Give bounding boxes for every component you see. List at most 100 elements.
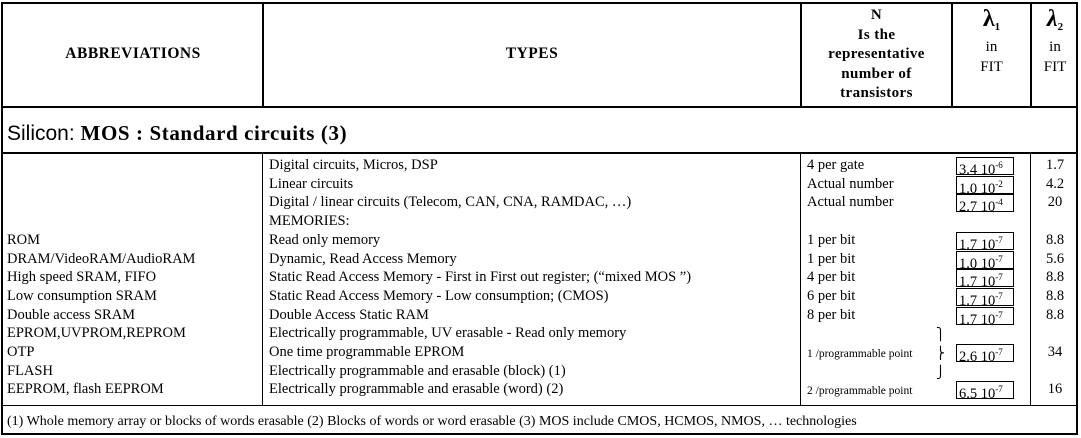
row-lambda2: 4.2 bbox=[1045, 175, 1065, 192]
lambda1-exponent: -6 bbox=[995, 160, 1003, 170]
row-lambda2: 8.8 bbox=[1045, 269, 1065, 286]
section-bottom-rule bbox=[1, 152, 1078, 154]
lambda1-exponent: -7 bbox=[995, 347, 1003, 357]
body-divider-abbr-types bbox=[262, 152, 263, 405]
lambda1-base: 3.4 10 bbox=[959, 161, 996, 178]
row-abbreviation: EPROM,UVPROM,REPROM bbox=[7, 325, 186, 342]
lambda1-exponent: -7 bbox=[995, 309, 1003, 320]
header-divider-lambda1-lambda2 bbox=[1030, 2, 1032, 106]
row-abbreviation: ROM bbox=[7, 231, 41, 248]
lambda1-base: 1.0 10 bbox=[959, 255, 996, 272]
lambda1-cell-box bbox=[956, 306, 1014, 325]
lambda1-exponent: -7 bbox=[995, 234, 1003, 245]
lambda1-base: 1.7 10 bbox=[959, 274, 996, 291]
lambda1-base: 1.7 10 bbox=[959, 292, 996, 309]
lambda1-cell-box bbox=[956, 175, 1014, 194]
row-type: Read only memory bbox=[269, 231, 381, 248]
lambda1-in: in bbox=[985, 39, 998, 55]
row-lambda2: 8.8 bbox=[1045, 231, 1065, 248]
row-n: 1 per bit bbox=[807, 231, 856, 248]
row-type: Static Read Access Memory - First in Fir… bbox=[269, 269, 692, 286]
body-divider-types-n bbox=[800, 152, 801, 405]
row-type: Dynamic, Read Access Memory bbox=[269, 250, 457, 267]
row-lambda1: 6.5 10-7 bbox=[959, 380, 1003, 404]
lambda1-cell-box bbox=[956, 231, 1014, 250]
lambda1-base: 1.0 10 bbox=[959, 180, 996, 197]
lambda1-base: 6.5 10 bbox=[959, 386, 996, 403]
row-n: 4 per bit bbox=[807, 269, 856, 286]
row-abbreviation: Low consumption SRAM bbox=[7, 287, 157, 304]
row-abbreviation: Double access SRAM bbox=[7, 306, 136, 323]
lambda1-subscript: 1 bbox=[994, 21, 1001, 33]
lambda1-cell-box bbox=[956, 250, 1014, 269]
row-lambda1: 1.7 10-7 bbox=[959, 268, 1003, 292]
row-lambda1: 1.0 10-2 bbox=[959, 175, 1003, 199]
lambda1-base: 1.7 10 bbox=[959, 311, 996, 328]
header-n-line-4: number of bbox=[841, 65, 912, 82]
lambda1-cell-box bbox=[956, 381, 1014, 400]
section-title: Silicon: MOS : Standard circuits (3) bbox=[7, 121, 347, 146]
row-n: 8 per bit bbox=[807, 306, 856, 323]
lambda1-cell-box bbox=[956, 287, 1014, 306]
row-lambda2: 5.6 bbox=[1045, 250, 1065, 267]
header-divider-abbr-types bbox=[262, 2, 264, 106]
lambda1-exponent: -7 bbox=[995, 290, 1003, 301]
header-abbreviations: ABBREVIATIONS bbox=[65, 45, 201, 62]
row-n: Actual number bbox=[807, 175, 894, 192]
header-types: TYPES bbox=[505, 45, 559, 62]
row-abbreviation: DRAM/VideoRAM/AudioRAM bbox=[7, 250, 196, 267]
lambda1-cell-box bbox=[956, 194, 1014, 213]
header-n-line-3: representative bbox=[828, 46, 925, 62]
row-type: MEMORIES: bbox=[269, 213, 350, 230]
footnote: (1) Whole memory array or blocks of word… bbox=[7, 414, 857, 429]
header-bottom-rule bbox=[1, 106, 1078, 108]
row-lambda2: 16 bbox=[1047, 381, 1063, 398]
row-lambda1: 1.7 10-7 bbox=[959, 306, 1003, 330]
row-lambda2: 8.8 bbox=[1045, 287, 1065, 304]
lambda1-exponent: -7 bbox=[995, 253, 1003, 264]
row-type: Static Read Access Memory - Low consumpt… bbox=[269, 287, 609, 304]
row-lambda1: 3.4 10-6 bbox=[959, 156, 1003, 180]
header-divider-n-lambda1 bbox=[951, 2, 953, 106]
row-lambda1: 1.7 10-7 bbox=[959, 231, 1003, 255]
lambda2-symbol: λ bbox=[1046, 6, 1058, 32]
row-lambda1: 1.0 10-7 bbox=[959, 250, 1003, 274]
header-lambda2: λ2 in FIT bbox=[1032, 6, 1078, 77]
row-type: One time programmable EPROM bbox=[269, 344, 465, 360]
lambda2-in: in bbox=[1049, 39, 1061, 55]
row-type: Linear circuits bbox=[269, 175, 354, 192]
row-lambda2: 8.8 bbox=[1045, 306, 1065, 323]
footnote-rule bbox=[1, 405, 1078, 406]
lambda1-exponent: -7 bbox=[995, 384, 1003, 395]
row-lambda1: 1.7 10-7 bbox=[959, 287, 1003, 311]
header-n-line-1: N bbox=[870, 7, 883, 23]
row-abbreviation: High speed SRAM, FIFO bbox=[7, 269, 157, 286]
row-lambda2: 20 bbox=[1047, 194, 1063, 211]
row-lambda2: 1.7 bbox=[1045, 157, 1065, 173]
lambda1-exponent: -7 bbox=[995, 272, 1003, 283]
row-n: 6 per bit bbox=[807, 287, 856, 304]
row-lambda2: 34 bbox=[1047, 344, 1063, 360]
lambda1-exponent: -2 bbox=[995, 178, 1003, 189]
header-n: N Is the representative number of transi… bbox=[802, 6, 951, 104]
lambda2-unit: FIT bbox=[1043, 59, 1067, 75]
row-abbreviation: FLASH bbox=[7, 362, 53, 379]
row-n: 4 per gate bbox=[807, 157, 865, 173]
row-abbreviation: OTP bbox=[7, 344, 35, 360]
row-lambda1: 2.7 10-4 bbox=[959, 193, 1003, 217]
row-n: 1 /programmable point bbox=[807, 348, 913, 360]
section-prefix: Silicon: bbox=[7, 122, 81, 145]
row-lambda1: 2.6 10-7 bbox=[959, 343, 1003, 367]
lambda1-cell-box bbox=[956, 269, 1014, 288]
header-divider-types-n bbox=[800, 2, 802, 106]
body-divider-lambda1-lambda2 bbox=[1030, 152, 1031, 405]
row-type: Double Access Static RAM bbox=[269, 306, 429, 323]
row-type: Electrically programmable and erasable (… bbox=[269, 362, 566, 379]
row-type: Digital / linear circuits (Telecom, CAN,… bbox=[269, 194, 632, 211]
brace-mid: ⎬ bbox=[936, 346, 945, 360]
lambda1-exponent: -4 bbox=[995, 197, 1003, 208]
row-abbreviation: EEPROM, flash EEPROM bbox=[7, 381, 164, 398]
lambda1-base: 1.7 10 bbox=[959, 236, 996, 253]
brace-bottom: ⎭ bbox=[936, 365, 945, 379]
header-n-line-2: Is the bbox=[857, 26, 896, 43]
